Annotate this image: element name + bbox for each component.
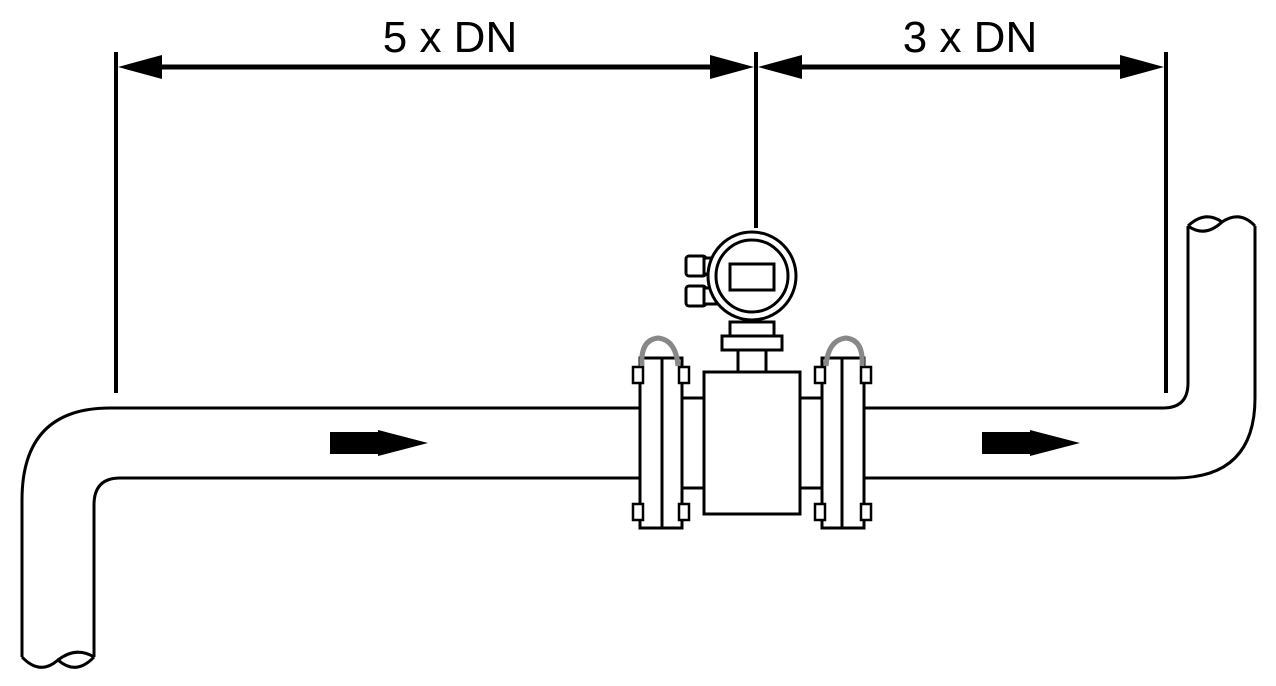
pipe-break-top xyxy=(1186,215,1257,228)
spool-left xyxy=(680,396,706,490)
dimension-arrowheads xyxy=(118,55,1164,79)
pipe-left-outer-edge xyxy=(20,406,640,657)
ground-straps xyxy=(639,335,865,367)
upstream-length-label: 5 x DN xyxy=(383,13,517,62)
meter-neck xyxy=(736,348,768,374)
ground-strap-left xyxy=(639,335,681,367)
pipe-break-top-inner xyxy=(1187,220,1224,233)
pipe-break-bottom-inner xyxy=(57,650,95,662)
pipe-right-inner-edge xyxy=(862,226,1190,410)
flow-arrows xyxy=(330,430,1080,456)
ground-strap-right xyxy=(823,335,865,367)
downstream-length-label: 3 x DN xyxy=(903,13,1037,62)
arrowhead-upstream-left xyxy=(118,55,162,79)
flow-arrow-downstream xyxy=(982,430,1080,456)
arrowhead-downstream-right xyxy=(1120,55,1164,79)
flowmeter xyxy=(631,230,873,530)
pipe-right-outer-edge xyxy=(862,226,1257,480)
meter-body xyxy=(702,370,802,516)
meter-neck-top xyxy=(728,320,776,338)
transmitter-display xyxy=(728,262,776,292)
meter-neck-collar xyxy=(720,334,784,352)
flange-right-outer xyxy=(840,356,866,530)
arrowhead-upstream-right xyxy=(710,55,754,79)
flange-bolts xyxy=(631,365,873,522)
flow-arrow-upstream xyxy=(330,430,428,456)
pipe-left-inner-edge xyxy=(92,476,640,657)
arrowhead-downstream-left xyxy=(758,55,802,79)
dimension-lines xyxy=(114,52,1168,393)
spool-right xyxy=(798,396,824,490)
pipe xyxy=(20,215,1257,669)
